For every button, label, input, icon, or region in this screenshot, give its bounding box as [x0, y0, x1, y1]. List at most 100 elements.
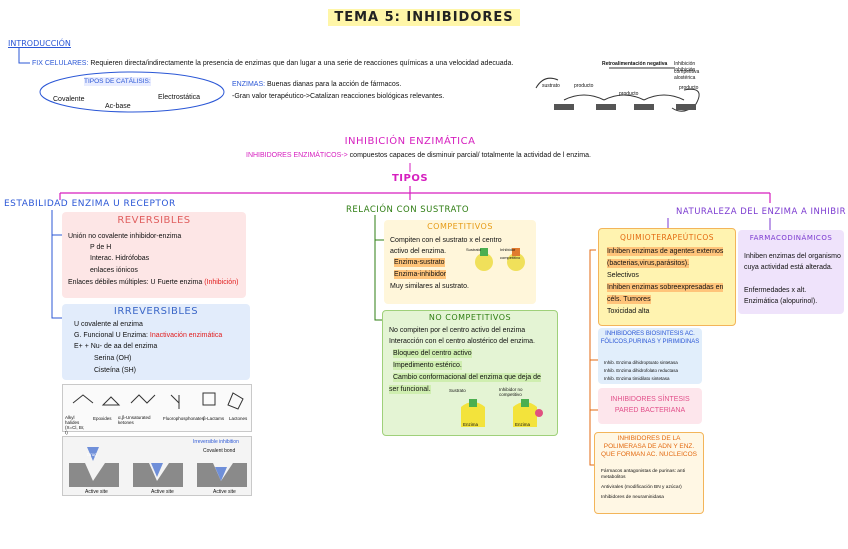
fig-label-ketones: α,β-Unsaturated ketones [118, 415, 151, 425]
competitive-figure [475, 248, 525, 271]
chemo-line6: Toxicidad alta [607, 308, 650, 315]
chemo-box: QUIMIOTERAPEÚTICOS Inhiben enzimas de ag… [598, 228, 736, 326]
irreversible-line4: Serina (OH) [94, 355, 132, 362]
fix-celulares-line: FIX CELULARES: Requieren directa/indirec… [32, 59, 513, 68]
noncomp-line5: Cambio conformacional del enzima que dej… [393, 373, 541, 382]
competitive-box: COMPETITIVOS Compiten con el sustrato x … [384, 220, 536, 304]
pharmaco-line2: cuya actividad está alterada. [744, 264, 833, 271]
noncomp-fig-inhibitor: Inhibidor no competitivo [499, 387, 523, 397]
irreversible-box: IRREVERSIBLES U covalente al enzima G. F… [62, 304, 250, 380]
competitive-line4: Enzima-inhibidor [394, 270, 447, 279]
reversible-box: REVERSIBLES Unión no covalente inhibidor… [62, 212, 246, 298]
irr-fig-covalent: Covalent bond [203, 448, 236, 454]
noncomp-fig-enzyme2: Enzima [515, 422, 531, 427]
biosynth-box: INHIBIDORES BIOSINTESIS AC. FÓLICOS,PURI… [598, 328, 702, 384]
fig-label-alkyl: Alkyl halides (X=Cl, Br, I) [65, 415, 85, 435]
pharmaco-line1: Inhiben enzimas del organismo [744, 253, 841, 260]
biosynth-title: INHIBIDORES BIOSINTESIS AC. FÓLICOS,PURI… [600, 331, 700, 345]
chemo-line5: céls. Tumores [607, 295, 651, 304]
fix-label: FIX CELULARES: [32, 60, 89, 67]
electrophiles-structures [72, 392, 244, 410]
irr-fig-site1: Active site [85, 489, 108, 495]
pharmaco-title: FARMACODINÁMICOS [749, 234, 833, 242]
catalysis-covalent: Covalente [53, 96, 85, 103]
chemo-title: QUIMIOTERAPEÚTICOS [620, 233, 714, 242]
fix-text: Requieren directa/indirectamente la pres… [90, 60, 514, 67]
pathway-diagram-svg [535, 67, 700, 112]
competitive-title: COMPETITIVOS [427, 222, 493, 231]
diagram-label-product2: producto [619, 91, 639, 97]
electrophiles-figure: Alkyl halides (X=Cl, Br, I) Epoxides α,β… [62, 384, 252, 435]
reversible-line2: P de H [90, 244, 112, 251]
wall-box: INHIBIDORES SÍNTESIS PARED BACTERIANA [598, 388, 702, 424]
enzymes-line1: ENZIMAS: Buenas dianas para la acción de… [232, 80, 401, 89]
chemo-line4: Inhiben enzimas sobreexpresadas en [607, 283, 724, 292]
noncompetitive-figure [461, 399, 543, 427]
enzymes-line2: -Gran valor terapéutico->Catalizan reacc… [232, 93, 445, 100]
irr-fig-drug: Drug [87, 452, 97, 457]
page-title-text: TEMA 5: INHIBIDORES [328, 9, 520, 26]
noncomp-fig-substrate: Sustrato [449, 388, 466, 393]
polymerase-title: INHIBIDORES DE LA POLIMERASA DE ADN Y EN… [600, 435, 698, 458]
fig-label-fluoro: Fluorophosphonates [163, 416, 205, 421]
fig-label-lactones: Lactones [229, 416, 248, 421]
irreversible-line2-red: Inactivación enzimática [149, 332, 223, 339]
enzymatic-def-text: compuestos capaces de disminuir parcial/… [349, 152, 591, 159]
tipos-heading: TIPOS [391, 173, 429, 184]
fig-label-epoxides: Epoxides [93, 416, 112, 421]
reversible-line4: enlaces iónicos [90, 267, 138, 274]
legend-allosteric: Inhibición alostérica [674, 67, 696, 81]
nature-heading: NATURALEZA DEL ENZIMA A INHIBIR [676, 207, 847, 217]
noncomp-line2: Interacción con el centro alostérico del… [389, 338, 535, 345]
noncomp-line1: No compiten por el centro activo del enz… [389, 327, 526, 334]
pharmaco-line4: Enzimática (alopurinol). [744, 298, 818, 305]
irreversible-line2-text: G. Funcional U Enzima: [74, 332, 148, 339]
polymerase-box: INHIBIDORES DE LA POLIMERASA DE ADN Y EN… [594, 432, 704, 514]
fig-label-lactams: β-Lactams [203, 416, 225, 421]
pharmaco-box: FARMACODINÁMICOS Inhiben enzimas del org… [738, 230, 844, 314]
irreversible-line2: G. Funcional U Enzima: Inactivación enzi… [74, 331, 222, 340]
catalysis-acid-base: Ac-base [105, 103, 131, 110]
chemo-line1: Inhiben enzimas de agentes externos [607, 247, 724, 256]
competitive-line3: Enzima-sustrato [394, 258, 445, 267]
biosynth-line2: Inhib. Enzima dihidrofolato reductasa [604, 368, 679, 373]
noncomp-fig-enzyme1: Enzima [463, 422, 479, 427]
enzymatic-def-label: INHIBIDORES ENZIMÁTICOS-> [246, 152, 348, 159]
wall-title: INHIBIDORES SÍNTESIS PARED BACTERIANA [610, 396, 690, 414]
irr-fig-site2: Active site [151, 489, 174, 495]
feedback-label: Retroalimentación negativa [602, 61, 668, 67]
legend-competitive: Inhibición competitiva [674, 61, 700, 75]
biosynth-line3: Inhib. Enzima timidilato sintetasa [604, 376, 670, 381]
noncomp-line3: Bloqueo del centro activo [393, 349, 472, 358]
noncomp-line4: Impedimento estérico. [393, 361, 462, 370]
irr-fig-title: Irreversible inhibition [193, 439, 239, 445]
pharmaco-line3: Enfermedades x alt. [744, 287, 807, 294]
polymerase-line2: Antivirales (modificación BN y azúcar) [601, 485, 682, 490]
chemo-line2: (bacterias,virus,parásitos). [607, 259, 690, 268]
comp-fig-inhibitor: Inhibidor competitivo [500, 247, 521, 260]
enzymatic-heading: INHIBICIÓN ENZIMÁTICA [344, 136, 476, 147]
enzymatic-definition: INHIBIDORES ENZIMÁTICOS-> compuestos cap… [246, 151, 591, 160]
competitive-line5: Muy similares al sustrato. [390, 283, 469, 290]
noncomp-line6: ser funcional. [389, 385, 431, 394]
comp-fig-substrate: Sustrato [466, 247, 481, 252]
irreversible-title: IRREVERSIBLES [113, 306, 199, 317]
polymerase-line1: Fármacos antagonistas de purinas: anti m… [601, 469, 685, 480]
irreversible-figure: Irreversible inhibition Covalent bond Ac… [62, 436, 252, 496]
reversible-title: REVERSIBLES [117, 215, 191, 226]
catalysis-ellipse [39, 71, 225, 113]
competitive-line1: Compiten con el sustrato x el centro [390, 237, 502, 244]
reversible-last-red: (Inhibición) [204, 279, 239, 286]
enzymes-label: ENZIMAS: [232, 81, 266, 88]
noncompetitive-title: NO COMPETITIVOS [428, 313, 512, 322]
diagram-label-product3: producto [679, 85, 699, 91]
reversible-last-text: Enlaces débiles múltiples: U Fuerte enzi… [68, 279, 203, 286]
polymerase-line3: Inhibidores de neuraminidasa [601, 495, 664, 500]
diagram-label-substrate: sustrato [542, 83, 560, 89]
noncompetitive-box: NO COMPETITIVOS No compiten por el centr… [382, 310, 558, 436]
biosynth-line1: Inhib. Enzima dihidroptoato sintetasa [604, 360, 678, 365]
reversible-line3: Interac. Hidrófobas [90, 255, 150, 262]
irreversible-line5: Cisteína (SH) [94, 367, 137, 374]
chemo-line3: Selectivos [607, 272, 639, 279]
irreversible-figure-svg [69, 447, 247, 487]
